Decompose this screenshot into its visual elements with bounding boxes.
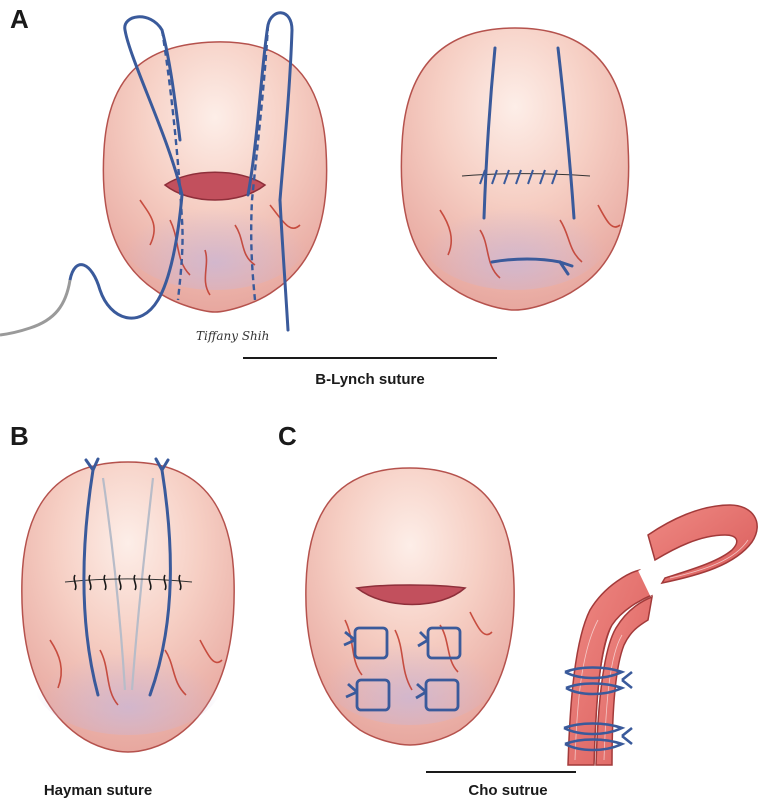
panel-a-left-suture bbox=[68, 11, 294, 332]
panel-b-vessels bbox=[49, 639, 223, 706]
panel-a-right-vessels bbox=[439, 204, 621, 279]
panel-a-right-uterus bbox=[400, 27, 630, 311]
panel-c-uterus bbox=[305, 467, 515, 746]
panel-a-caption: B-Lynch suture bbox=[315, 371, 424, 388]
artist-signature: Tiffany Shih bbox=[196, 329, 269, 343]
panel-a-right-suture bbox=[482, 46, 576, 276]
panel-a-left-uterus bbox=[0, 11, 328, 337]
panel-a-letter: A bbox=[10, 4, 29, 34]
panel-a-incision bbox=[163, 171, 267, 201]
panel-a-left-vessels bbox=[139, 199, 301, 296]
panel-a-right-suture-hidden bbox=[249, 24, 270, 301]
cho-muscle-diagram bbox=[563, 504, 758, 766]
panel-c-square-sutures bbox=[343, 626, 462, 712]
panel-a-left-suture-hidden bbox=[160, 29, 184, 301]
panel-b-letter: B bbox=[10, 421, 29, 451]
needle-icon bbox=[0, 279, 72, 337]
panel-b-suture-back bbox=[101, 477, 155, 691]
panel-b-stitches bbox=[73, 574, 182, 591]
panel-b-caption: Hayman suture bbox=[44, 782, 152, 799]
cho-muscle-sutures bbox=[563, 666, 633, 752]
panel-c-caption: Cho sutrue bbox=[468, 782, 547, 799]
panel-c-letter: C bbox=[278, 421, 297, 451]
panel-b-uterus bbox=[21, 457, 235, 753]
panel-a-right-stitches bbox=[479, 169, 558, 185]
panel-b-suture bbox=[82, 457, 172, 697]
panel-c-incision bbox=[355, 584, 467, 606]
